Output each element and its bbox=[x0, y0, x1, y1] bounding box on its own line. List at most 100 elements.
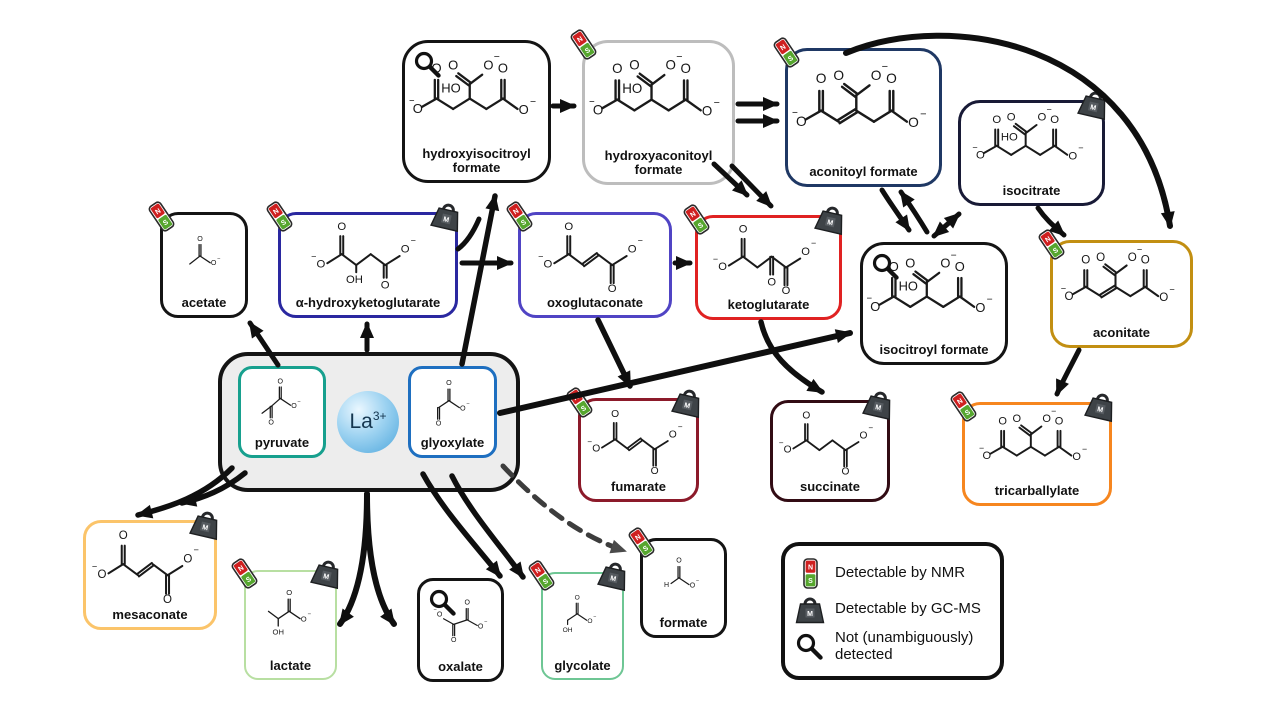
svg-text:O: O bbox=[450, 637, 456, 644]
svg-text:O: O bbox=[464, 600, 470, 607]
arrow-glyoxylate-to-hydroxyisocitroyl-formate bbox=[459, 193, 500, 367]
svg-text:M: M bbox=[609, 575, 616, 583]
legend-item-magnifier: Not (unambiguously) detected bbox=[795, 629, 990, 664]
svg-text:N: N bbox=[689, 211, 697, 220]
svg-text:O: O bbox=[163, 594, 172, 606]
svg-text:S: S bbox=[697, 222, 705, 231]
magnifier-icon bbox=[428, 588, 458, 618]
svg-text:O: O bbox=[460, 404, 466, 413]
svg-text:O: O bbox=[701, 104, 711, 119]
svg-text:O: O bbox=[564, 221, 573, 233]
svg-text:N: N bbox=[634, 534, 642, 543]
node-label: lactate bbox=[269, 657, 312, 673]
arrow-aconitoyl-formate-to-isocitroyl-formate bbox=[879, 187, 912, 233]
svg-text:O: O bbox=[612, 61, 622, 76]
node-label: succinate bbox=[800, 478, 860, 494]
magnifier-icon bbox=[795, 632, 825, 662]
node-label: aconitate bbox=[1092, 324, 1151, 340]
node-label: tricarballylate bbox=[994, 482, 1080, 498]
svg-text:O: O bbox=[401, 243, 410, 255]
svg-text:O: O bbox=[718, 261, 727, 273]
svg-text:M: M bbox=[1096, 406, 1103, 414]
svg-text:O: O bbox=[300, 615, 306, 624]
molecule-structure: OO−OO−OO− bbox=[792, 61, 926, 130]
svg-text:S: S bbox=[162, 219, 170, 228]
node-label: ketoglutarate bbox=[727, 296, 810, 312]
node-label: acetate bbox=[181, 294, 227, 310]
svg-text:−: − bbox=[811, 238, 816, 248]
node-label: oxoglutaconate bbox=[546, 294, 644, 310]
svg-text:N: N bbox=[237, 565, 245, 574]
lanthanum-label: La bbox=[349, 410, 373, 433]
svg-text:−: − bbox=[638, 235, 643, 245]
legend-label-nmr: Detectable by NMR bbox=[835, 564, 966, 582]
svg-text:O: O bbox=[801, 246, 810, 258]
svg-text:O: O bbox=[975, 300, 985, 315]
arrow-ketoglutarate-to-succinate bbox=[758, 319, 825, 395]
legend-item-gcms: M Detectable by GC-MS bbox=[795, 596, 990, 624]
svg-text:O: O bbox=[905, 256, 915, 271]
svg-text:O: O bbox=[889, 259, 899, 274]
svg-text:O: O bbox=[802, 410, 810, 421]
svg-text:−: − bbox=[493, 52, 499, 63]
svg-text:S: S bbox=[1052, 247, 1060, 256]
molecule-structure: OO−OO− bbox=[587, 409, 683, 477]
svg-text:O: O bbox=[870, 68, 881, 83]
arrow-pyruvate-to-mesaconate bbox=[135, 465, 235, 519]
svg-text:O: O bbox=[211, 259, 217, 267]
svg-text:−: − bbox=[297, 399, 301, 405]
molecule-structure: OO−OO− bbox=[538, 221, 643, 294]
svg-text:O: O bbox=[1096, 251, 1105, 264]
svg-text:O: O bbox=[628, 243, 637, 255]
svg-text:N: N bbox=[154, 208, 162, 217]
svg-text:O: O bbox=[337, 221, 346, 233]
svg-text:M: M bbox=[201, 524, 208, 532]
svg-text:S: S bbox=[245, 576, 253, 585]
svg-text:−: − bbox=[587, 437, 592, 446]
svg-text:O: O bbox=[431, 61, 441, 76]
svg-text:O: O bbox=[278, 378, 284, 386]
svg-text:−: − bbox=[307, 612, 311, 618]
svg-text:O: O bbox=[998, 416, 1007, 428]
gcms-icon: M bbox=[309, 556, 345, 590]
node-label: fumarate bbox=[611, 478, 666, 494]
arrow-central-to-oxalate bbox=[364, 491, 397, 627]
svg-text:O: O bbox=[842, 467, 850, 478]
node-label: isocitrate bbox=[1002, 182, 1061, 198]
svg-text:O: O bbox=[574, 595, 579, 602]
svg-text:O: O bbox=[650, 466, 658, 477]
svg-text:O: O bbox=[98, 569, 107, 581]
svg-text:−: − bbox=[466, 401, 470, 407]
svg-text:S: S bbox=[520, 219, 528, 228]
node-label: mesaconate bbox=[112, 606, 188, 622]
svg-text:O: O bbox=[1068, 150, 1077, 162]
svg-text:−: − bbox=[1051, 408, 1056, 416]
svg-text:−: − bbox=[593, 614, 596, 620]
svg-text:O: O bbox=[680, 61, 690, 76]
svg-text:O: O bbox=[587, 618, 592, 625]
lanthanum-charge: 3+ bbox=[372, 409, 387, 423]
svg-text:M: M bbox=[807, 610, 813, 617]
molecule-structure: OO−OO− bbox=[92, 530, 199, 606]
